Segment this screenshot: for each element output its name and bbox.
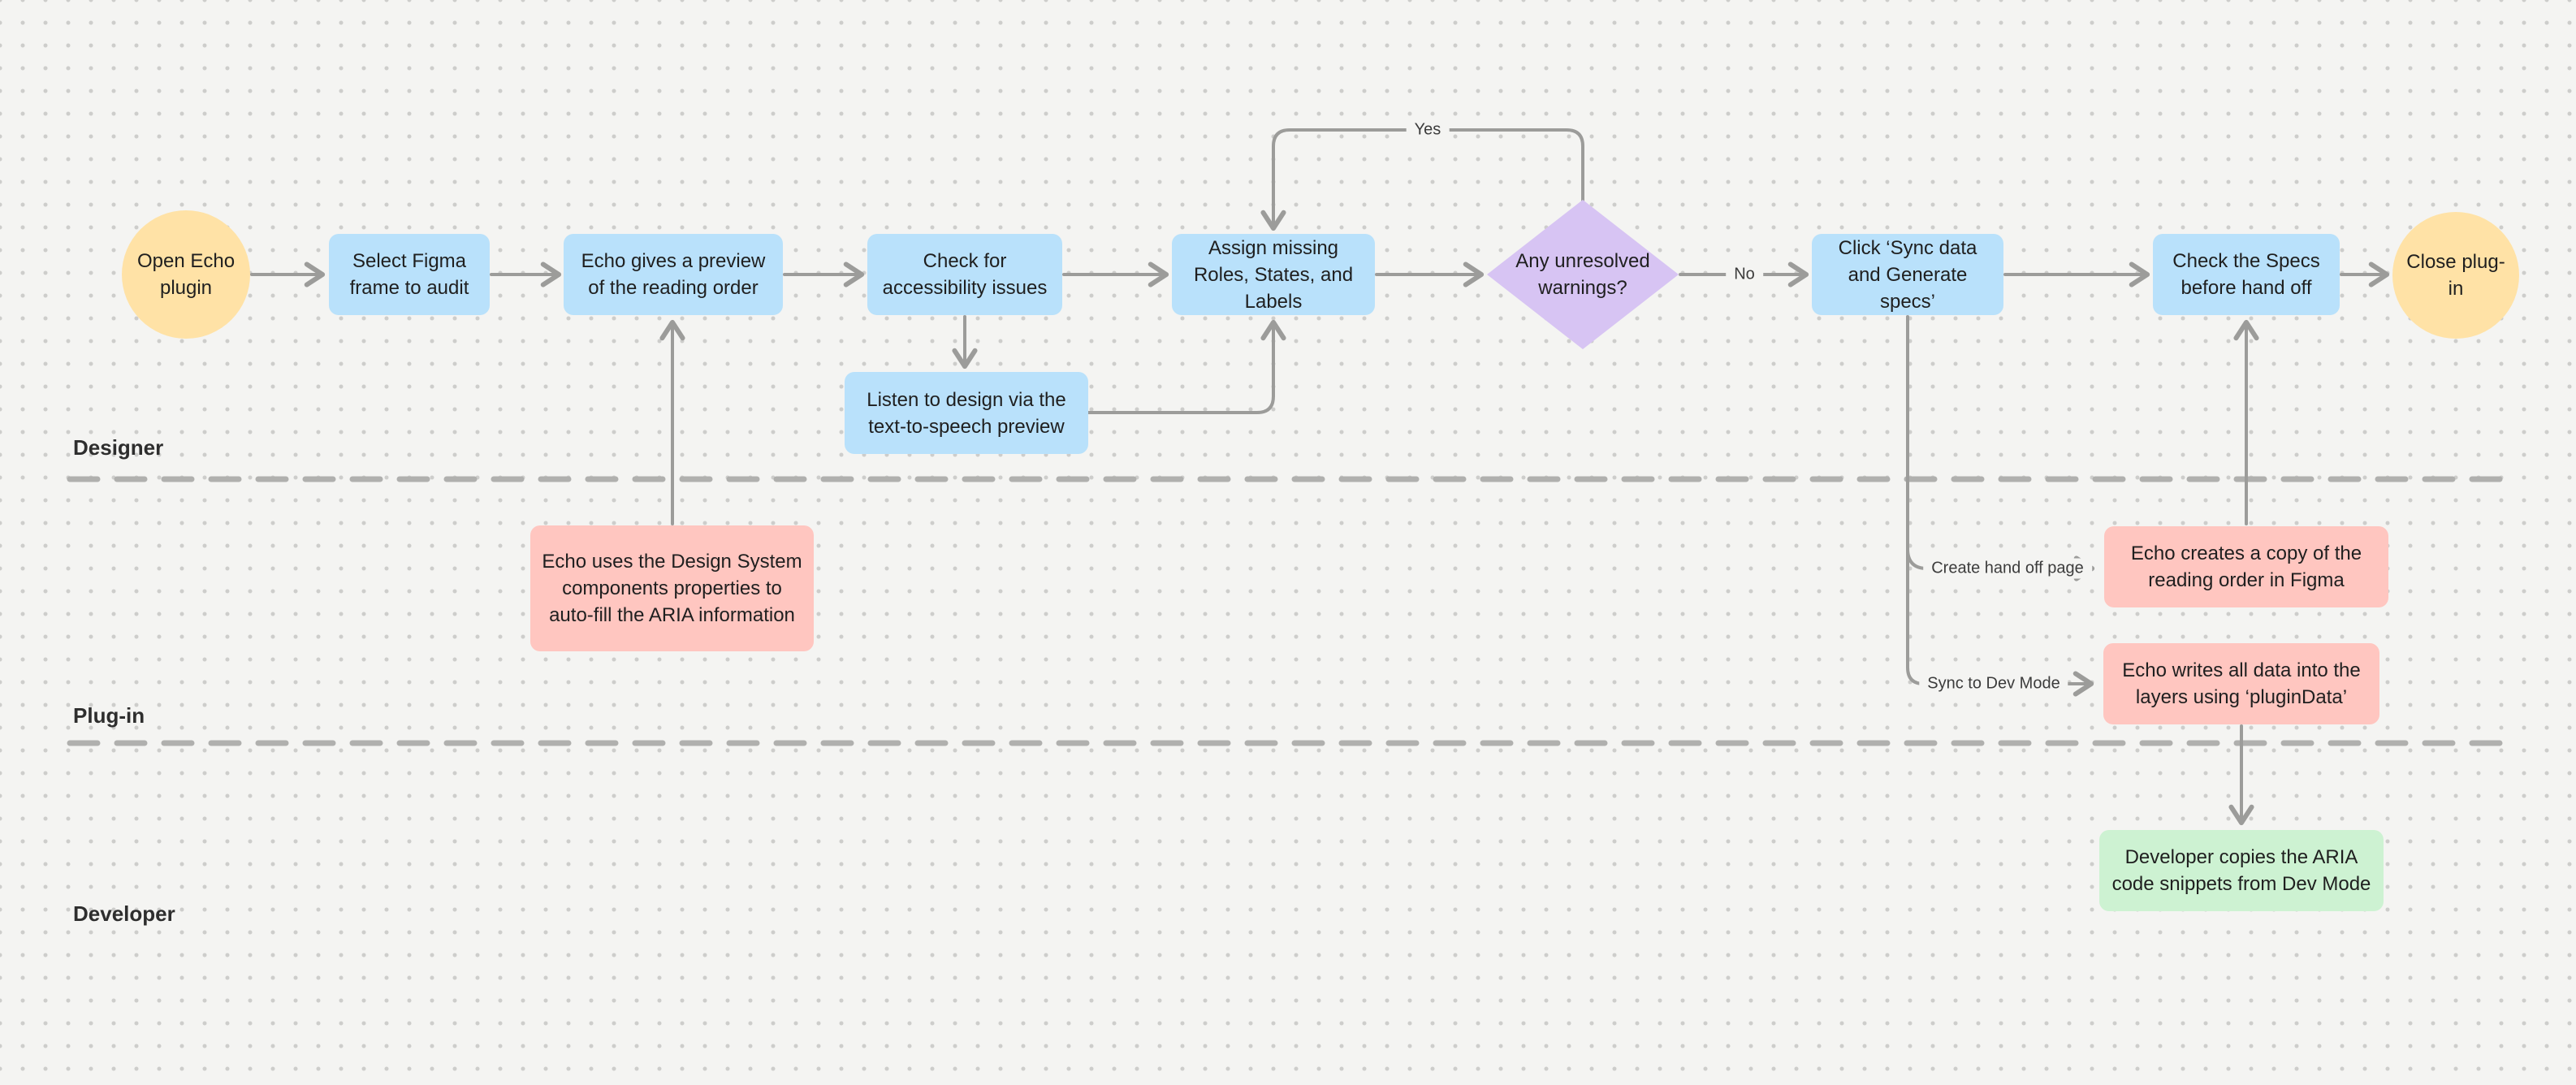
node-check-issues-label: Check for accessibility issues bbox=[882, 250, 1048, 299]
node-check-specs-label: Check the Specs before hand off bbox=[2172, 250, 2320, 299]
node-aria-autofill-label: Echo uses the Design System components p… bbox=[542, 551, 802, 626]
node-check-issues[interactable]: Check for accessibility issues bbox=[867, 234, 1062, 315]
node-assign-roles[interactable]: Assign missing Roles, States, and Labels bbox=[1172, 234, 1375, 315]
node-copy-snippets[interactable]: Developer copies the ARIA code snippets … bbox=[2099, 830, 2384, 911]
edge-label-sync-dev-mode[interactable]: Sync to Dev Mode bbox=[1919, 673, 2068, 694]
node-copy-reading-order-label: Echo creates a copy of the reading order… bbox=[2130, 542, 2362, 591]
node-copy-reading-order[interactable]: Echo creates a copy of the reading order… bbox=[2104, 526, 2388, 607]
node-listen-tts-label: Listen to design via the text-to-speech … bbox=[867, 388, 1066, 438]
node-listen-tts[interactable]: Listen to design via the text-to-speech … bbox=[845, 372, 1088, 454]
node-sync-generate[interactable]: Click ‘Sync data and Generate specs’ bbox=[1812, 234, 2003, 315]
edge-sync-devmode-branch[interactable] bbox=[1906, 315, 2094, 697]
node-write-plugindata[interactable]: Echo writes all data into the layers usi… bbox=[2103, 643, 2379, 724]
node-select-frame-label: Select Figma frame to audit bbox=[349, 250, 469, 299]
node-write-plugindata-label: Echo writes all data into the layers usi… bbox=[2122, 659, 2361, 708]
node-close-plugin[interactable]: Close plug-in bbox=[2392, 212, 2519, 339]
node-sync-generate-label: Click ‘Sync data and Generate specs’ bbox=[1838, 236, 1977, 313]
node-unresolved-warnings-label: Any unresolved warnings? bbox=[1515, 250, 1650, 299]
node-close-plugin-label: Close plug-in bbox=[2406, 251, 2505, 300]
lane-label-plugin[interactable]: Plug-in bbox=[73, 703, 145, 728]
node-copy-snippets-label: Developer copies the ARIA code snippets … bbox=[2111, 846, 2371, 895]
node-open-plugin[interactable]: Open Echo plugin bbox=[122, 210, 250, 339]
node-preview-reading-order-label: Echo gives a preview of the reading orde… bbox=[581, 250, 766, 299]
edge-label-yes[interactable]: Yes bbox=[1406, 119, 1450, 140]
node-aria-autofill[interactable]: Echo uses the Design System components p… bbox=[530, 525, 814, 651]
edge-label-create-handoff[interactable]: Create hand off page bbox=[1923, 558, 2092, 579]
edge-decision-yes-loop[interactable] bbox=[1260, 128, 1584, 231]
node-check-specs[interactable]: Check the Specs before hand off bbox=[2153, 234, 2340, 315]
lane-label-designer[interactable]: Designer bbox=[73, 435, 164, 460]
node-preview-reading-order[interactable]: Echo gives a preview of the reading orde… bbox=[564, 234, 783, 315]
node-assign-roles-label: Assign missing Roles, States, and Labels bbox=[1193, 236, 1354, 313]
lane-label-developer[interactable]: Developer bbox=[73, 901, 175, 926]
edge-label-no[interactable]: No bbox=[1726, 264, 1763, 285]
node-open-plugin-label: Open Echo plugin bbox=[136, 250, 236, 299]
edge-listen-to-assign[interactable] bbox=[1087, 319, 1286, 414]
node-select-frame[interactable]: Select Figma frame to audit bbox=[329, 234, 490, 315]
